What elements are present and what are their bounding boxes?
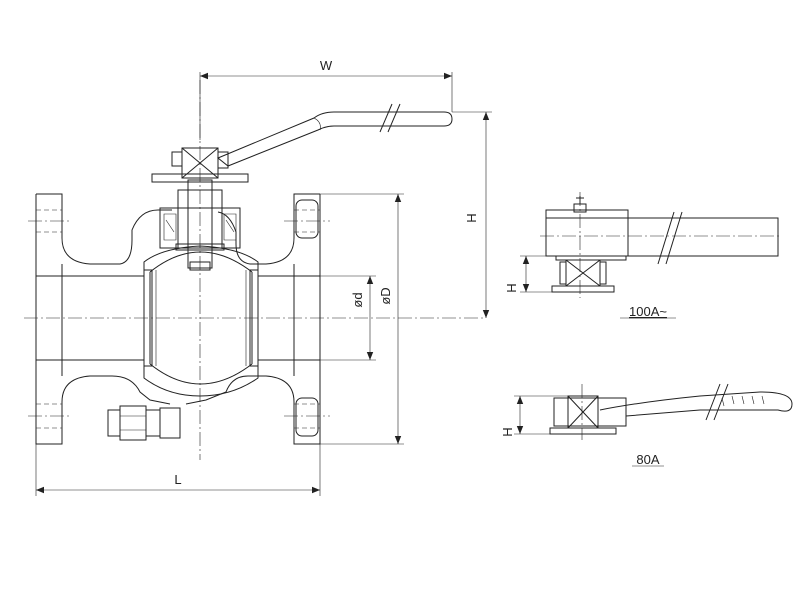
dim-label-w: W: [320, 58, 333, 73]
dim-label-h-main: H: [464, 213, 479, 222]
caption-100a: 100A~: [629, 304, 667, 319]
dim-label-l: L: [174, 472, 181, 487]
dimensions: W H ød øD L: [35, 58, 492, 496]
main-valve-view: [24, 80, 486, 460]
caption-80a: 80A: [636, 452, 659, 467]
dim-label-d: ød: [350, 292, 365, 307]
view-100a: H 100A~: [504, 192, 782, 319]
view-80a: H 80A: [500, 383, 793, 467]
dim-label-D: øD: [378, 287, 393, 304]
right-flange: [185, 193, 330, 445]
dim-label-h-100a: H: [504, 283, 519, 292]
lever-handle: [217, 103, 453, 167]
left-flange: [28, 193, 172, 445]
dim-label-h-80a: H: [500, 427, 515, 436]
drain-plug: [107, 405, 181, 441]
